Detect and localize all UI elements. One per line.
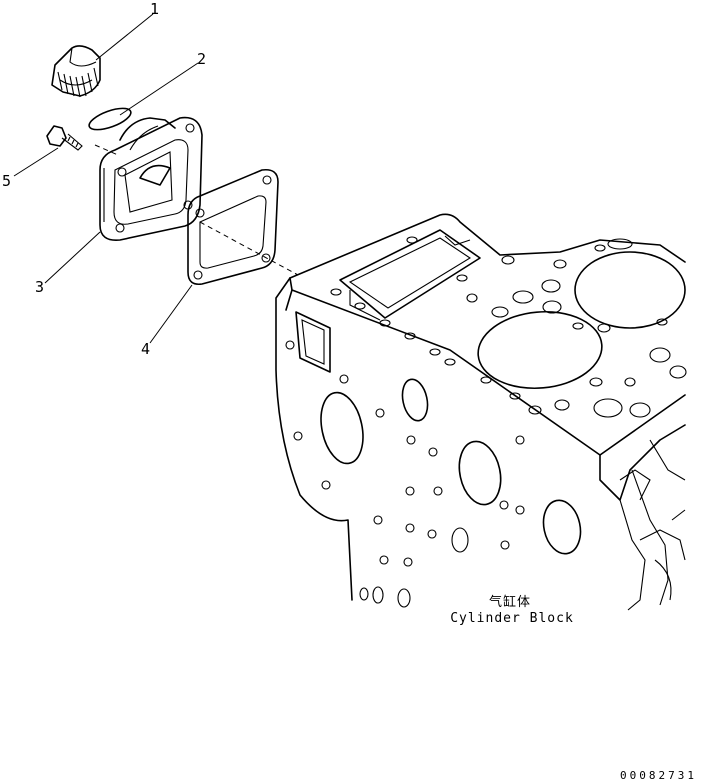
part-3-housing: [99, 116, 203, 242]
leader-2: [119, 62, 199, 116]
callout-2: 2: [197, 50, 206, 68]
leader-4: [149, 284, 193, 344]
block-label-english: Cylinder Block: [450, 611, 574, 626]
leader-5: [13, 147, 59, 177]
part-1-filler-cap: [51, 45, 101, 98]
alignment-line-a: [94, 144, 119, 156]
part-5-bolt: [46, 125, 83, 151]
cylinder-block: [275, 213, 687, 611]
callout-3: 3: [35, 278, 44, 296]
part-2-o-ring: [88, 107, 132, 131]
part-4-gasket: [187, 168, 279, 286]
drawing-code: 00082731: [620, 769, 697, 782]
block-label-chinese: 气缸体: [489, 594, 531, 610]
leader-1: [95, 13, 154, 61]
callout-5: 5: [2, 172, 11, 190]
alignment-line-b: [199, 221, 299, 276]
callout-4: 4: [141, 340, 150, 358]
leader-3: [44, 231, 101, 284]
callout-1: 1: [150, 0, 159, 18]
